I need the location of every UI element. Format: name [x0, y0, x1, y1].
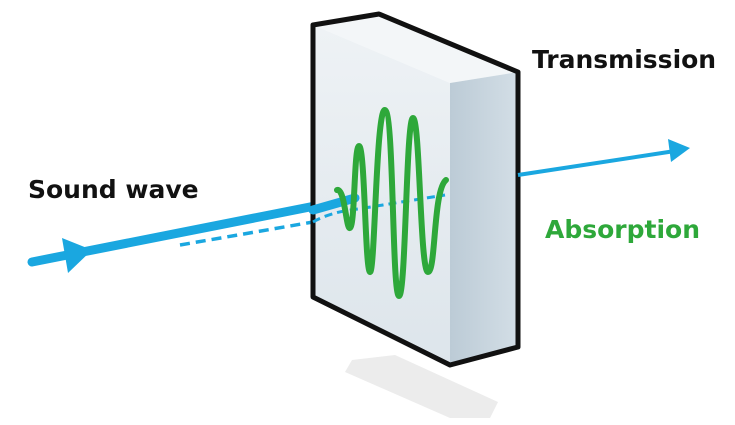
incoming-arrowhead — [62, 238, 92, 273]
panel-top-face — [313, 14, 518, 83]
absorption-wave-icon — [334, 106, 449, 299]
transmitted-arrowhead — [668, 139, 690, 162]
incoming-wave-in-panel — [308, 193, 360, 215]
transmitted-wave-line — [517, 149, 676, 177]
panel-outline — [310, 11, 521, 368]
transmission-label: Transmission — [532, 45, 716, 74]
panel-side-face — [450, 72, 518, 365]
absorption-label: Absorption — [545, 215, 700, 244]
sound-wave-label: Sound wave — [28, 175, 199, 204]
dashed-path-in-panel — [312, 193, 446, 224]
reflected-dashed-line — [179, 220, 314, 247]
panel-shadow — [345, 355, 498, 418]
panel-front-face — [313, 25, 450, 365]
